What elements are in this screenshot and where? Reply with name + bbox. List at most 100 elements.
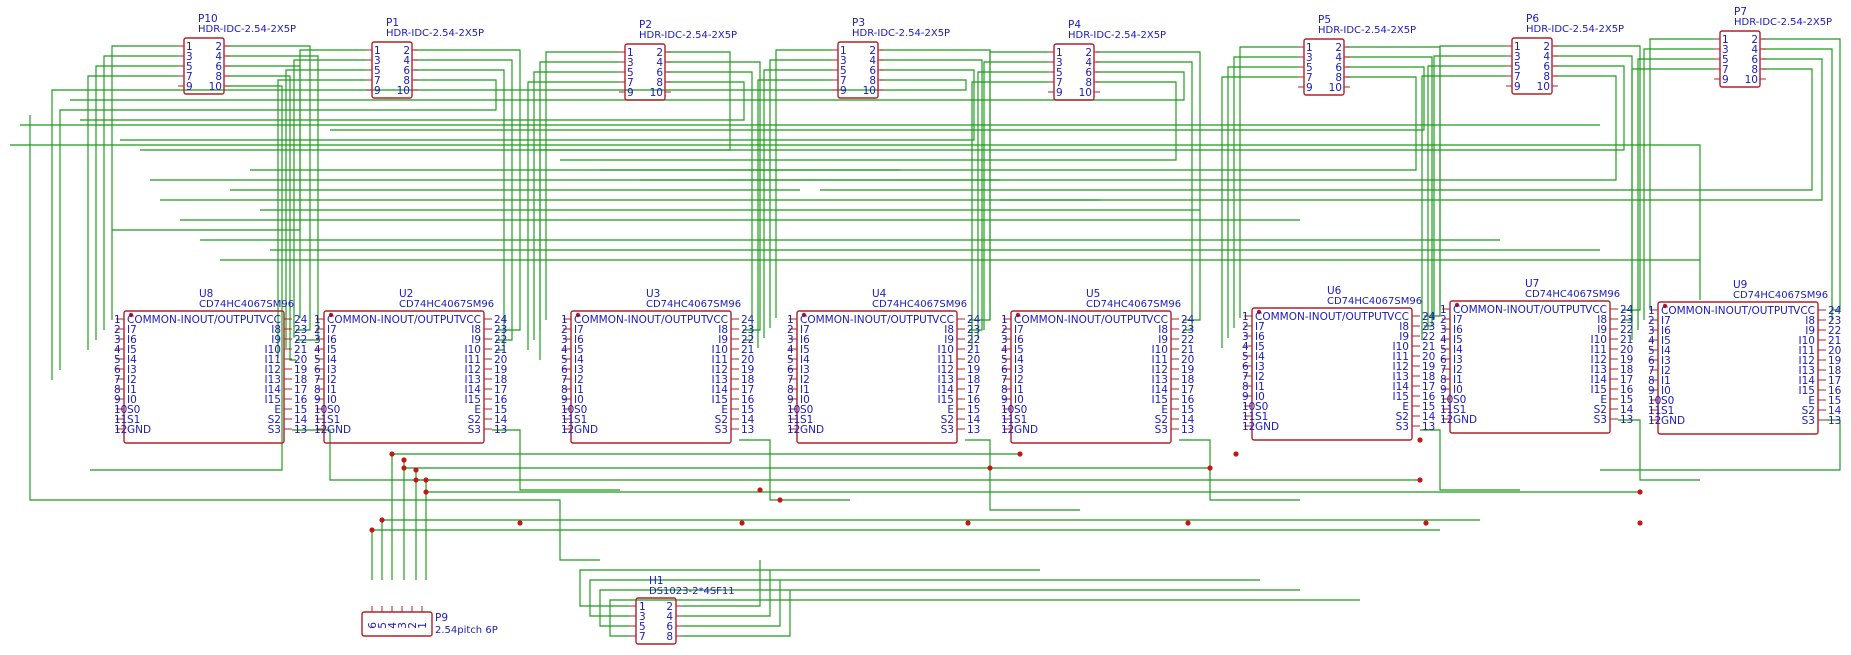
wire-layer bbox=[10, 38, 1841, 637]
wire bbox=[757, 79, 832, 348]
pin-name: I8 bbox=[1158, 324, 1168, 336]
wire bbox=[965, 439, 1080, 511]
pin-number: 12 bbox=[314, 424, 327, 436]
pin-number: 7 bbox=[1242, 371, 1249, 383]
wire bbox=[539, 61, 619, 330]
pin-number: 2 bbox=[407, 622, 419, 629]
pin-name: S1 bbox=[127, 414, 140, 426]
pin-number: 5 bbox=[1722, 54, 1729, 66]
mux-part: CD74HC4067SM96 bbox=[1086, 299, 1181, 310]
pin-number: 17 bbox=[967, 384, 980, 396]
pin-name: I5 bbox=[800, 344, 810, 356]
junction-dot bbox=[965, 520, 971, 526]
pin-number: 1 bbox=[639, 601, 646, 613]
pin-name: I5 bbox=[574, 344, 584, 356]
pin-number: 2 bbox=[1543, 41, 1550, 53]
pin-name: VCC bbox=[1585, 304, 1607, 316]
pin-number: 21 bbox=[967, 344, 980, 356]
pin-name: I10 bbox=[712, 344, 728, 356]
pin-number: 12 bbox=[561, 424, 574, 436]
pin-number: 3 bbox=[114, 334, 121, 346]
wire bbox=[667, 71, 753, 341]
pin-number: 3 bbox=[840, 55, 847, 67]
pin-name: I11 bbox=[712, 354, 728, 366]
pin-name: S2 bbox=[1802, 405, 1815, 417]
pin-name: S3 bbox=[1155, 424, 1168, 436]
header-ref: P2 bbox=[639, 19, 652, 31]
wire bbox=[285, 69, 366, 348]
junction-dot bbox=[1637, 520, 1643, 526]
mux-ref: U4 bbox=[872, 288, 887, 300]
pin-number: 16 bbox=[967, 394, 981, 406]
pin-name: I13 bbox=[1591, 364, 1607, 376]
pin-number: 18 bbox=[494, 374, 507, 386]
pin-name: I15 bbox=[465, 394, 481, 406]
mux-body bbox=[1449, 300, 1611, 434]
pin-number: 7 bbox=[1648, 365, 1655, 377]
header-part: HDR-IDC-2.54-2X5P bbox=[852, 28, 950, 39]
pin-name: COMMON-INOUT/OUTPUT bbox=[327, 314, 461, 326]
pin-name: I5 bbox=[1255, 341, 1265, 353]
pin-number: 7 bbox=[186, 71, 193, 83]
pin-number: 4 bbox=[787, 344, 794, 356]
pin-number: 2 bbox=[561, 324, 568, 336]
pin-number: 18 bbox=[1181, 374, 1194, 386]
wire bbox=[600, 76, 1417, 171]
wire bbox=[1554, 45, 1641, 311]
pin-name: I2 bbox=[1661, 365, 1671, 377]
pin-name: I7 bbox=[1014, 324, 1024, 336]
wire bbox=[775, 49, 832, 318]
pin-number: 4 bbox=[1543, 51, 1550, 63]
pin-name: I10 bbox=[465, 344, 481, 356]
wire bbox=[29, 115, 600, 561]
wire bbox=[971, 81, 1048, 350]
pin1-marker bbox=[1015, 312, 1021, 318]
pin-number: 4 bbox=[1335, 52, 1342, 64]
pin-number: 6 bbox=[215, 61, 222, 73]
pin-number: 17 bbox=[1181, 384, 1194, 396]
pin-name: COMMON-INOUT/OUTPUT bbox=[127, 314, 261, 326]
pin-name: COMMON-INOUT/OUTPUT bbox=[800, 314, 934, 326]
pin-name: I9 bbox=[471, 334, 481, 346]
pin-name: I1 bbox=[800, 384, 810, 396]
pin-name: I3 bbox=[127, 364, 137, 376]
pin-number: 4 bbox=[1440, 334, 1447, 346]
pin-number: 22 bbox=[967, 334, 980, 346]
pin-number: 5 bbox=[1001, 354, 1008, 366]
pin-number: 2 bbox=[1335, 42, 1342, 54]
pin-name: I12 bbox=[712, 364, 728, 376]
h1-body bbox=[635, 597, 677, 645]
pin-name: I10 bbox=[265, 344, 281, 356]
pin-number: 21 bbox=[294, 344, 307, 356]
pin-number: 11 bbox=[1648, 405, 1661, 417]
pin-name: I1 bbox=[327, 384, 337, 396]
wire bbox=[87, 75, 178, 350]
pin-number: 8 bbox=[1543, 71, 1550, 83]
mux-body bbox=[323, 310, 485, 444]
pin-number: 1 bbox=[561, 314, 568, 326]
pin-number: 13 bbox=[967, 424, 980, 436]
wire bbox=[330, 66, 1425, 131]
pin-number: 15 bbox=[494, 404, 507, 416]
pin-number: 20 bbox=[1181, 354, 1194, 366]
pin-name: COMMON-INOUT/OUTPUT bbox=[1661, 305, 1795, 317]
pin-name: COMMON-INOUT/OUTPUT bbox=[1255, 311, 1389, 323]
pin-name: COMMON-INOUT/OUTPUT bbox=[1014, 314, 1148, 326]
pin-number: 4 bbox=[1242, 341, 1249, 353]
wire bbox=[682, 580, 781, 627]
pin-number: 19 bbox=[294, 364, 307, 376]
pin-name: S1 bbox=[800, 414, 813, 426]
pin-number: 16 bbox=[494, 394, 508, 406]
pin-number: 18 bbox=[1422, 371, 1435, 383]
pin-name: I12 bbox=[1393, 361, 1409, 373]
pin-number: 6 bbox=[403, 65, 410, 77]
pin-number: 18 bbox=[1620, 364, 1633, 376]
pin-number: 4 bbox=[215, 51, 222, 63]
h1-part: DS1023-2*4SF11 bbox=[649, 586, 735, 597]
wire bbox=[226, 45, 311, 331]
pin-number: 8 bbox=[1085, 77, 1092, 89]
pin-name: S0 bbox=[127, 404, 140, 416]
pin-number: 3 bbox=[314, 334, 321, 346]
